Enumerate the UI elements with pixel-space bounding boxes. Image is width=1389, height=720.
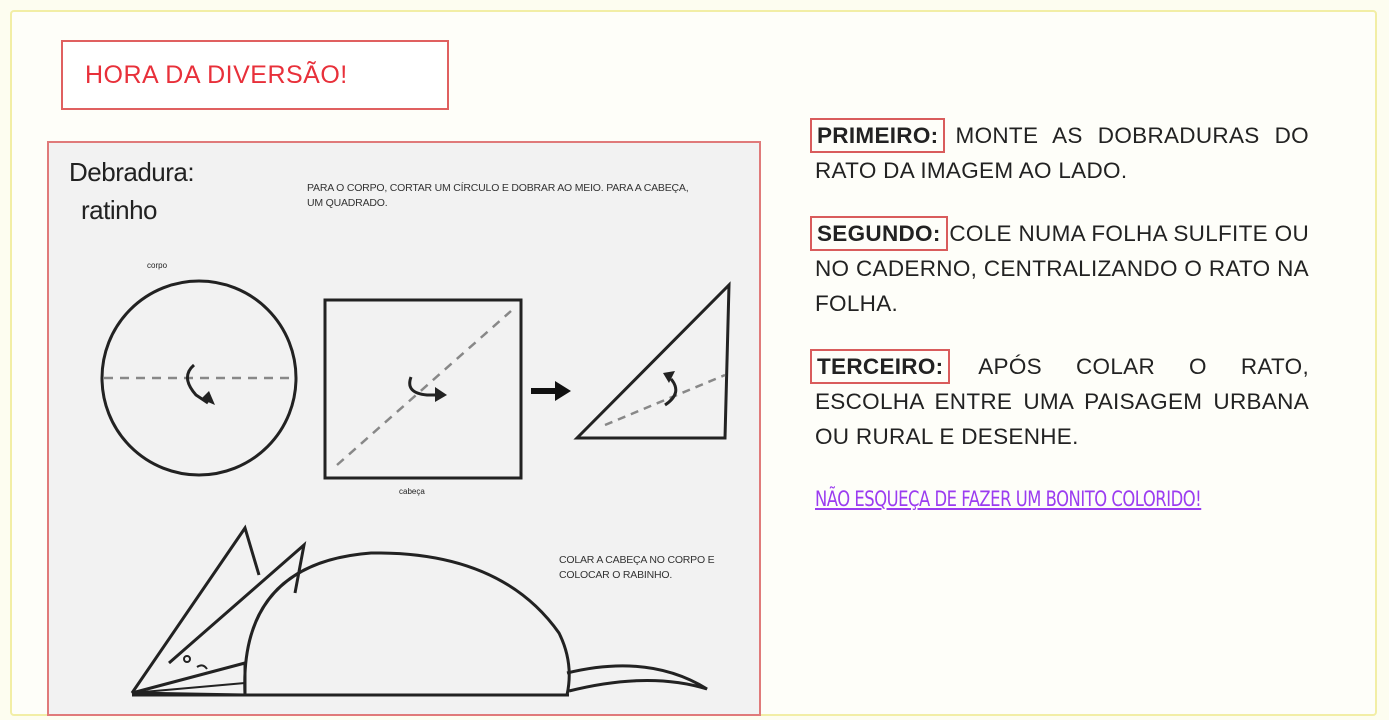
mouse-ear-back	[130, 524, 261, 694]
title-box: HORA DA DIVERSÃO!	[61, 40, 449, 110]
step-label-second: SEGUNDO:	[810, 216, 948, 251]
label-cabeca: cabeça	[399, 487, 425, 496]
mouse-tail	[566, 664, 708, 693]
reminder-text: NÃO ESQUEÇA DE FAZER UM BONITO COLORIDO!	[815, 487, 1202, 511]
square-fold-arrow-icon	[408, 376, 437, 397]
circle-fold-arrow-icon	[186, 363, 209, 405]
folded-triangle	[573, 281, 731, 440]
instructions: PRIMEIRO: MONTE AS DOBRADURAS DO RATO DA…	[809, 118, 1310, 517]
body-circle	[100, 279, 298, 477]
diagram-heading-line2: ratinho	[81, 195, 158, 225]
mouse-ear-front	[168, 541, 307, 665]
step-text-second: COLE NUMA FOLHA SULFITE OU NO CADERNO, C…	[815, 221, 1309, 316]
mouse-body	[243, 551, 571, 697]
triangle-fold-arrow-icon	[664, 378, 678, 407]
diagram-note-bottom: COLAR A CABEÇA NO CORPO E COLOCAR O RABI…	[559, 554, 715, 581]
head-square	[323, 298, 523, 480]
mouse-whisker	[196, 664, 208, 670]
diagram-note-top: PARA O CORPO, CORTAR UM CÍRCULO E DOBRAR…	[307, 182, 689, 209]
right-arrow-icon	[555, 381, 571, 401]
step-label-first: PRIMEIRO:	[809, 118, 946, 153]
folding-diagram: Debradura: ratinho PARA O CORPO, CORTAR …	[47, 141, 761, 716]
triangle-fold-line	[604, 373, 726, 427]
step-third: TERCEIRO: APÓS COLAR O RATO, ESCOLHA ENT…	[809, 349, 1310, 454]
step-label-third: TERCEIRO:	[809, 349, 951, 384]
circle-arrowhead-icon	[201, 391, 215, 405]
triangle-arrowhead-icon	[663, 371, 675, 383]
diagram-heading: Debradura: ratinho	[69, 153, 195, 229]
square-arrowhead-icon	[435, 387, 447, 402]
label-corpo: corpo	[147, 261, 168, 270]
step-second: SEGUNDO: COLE NUMA FOLHA SULFITE OU NO C…	[810, 216, 1309, 321]
step-text-third: APÓS COLAR O RATO, ESCOLHA ENTRE UMA PAI…	[815, 354, 1310, 449]
square-fold-line	[336, 310, 512, 466]
page-title: HORA DA DIVERSÃO!	[85, 60, 348, 89]
step-text-first: MONTE AS DOBRADURAS DO RATO DA IMAGEM AO…	[815, 123, 1309, 183]
diagram-heading-line1: Debradura:	[69, 157, 195, 187]
diagram-drawing	[100, 279, 731, 697]
mouse-snout-line	[131, 682, 246, 694]
step-first: PRIMEIRO: MONTE AS DOBRADURAS DO RATO DA…	[809, 118, 1309, 188]
mouse-eye	[183, 655, 191, 663]
